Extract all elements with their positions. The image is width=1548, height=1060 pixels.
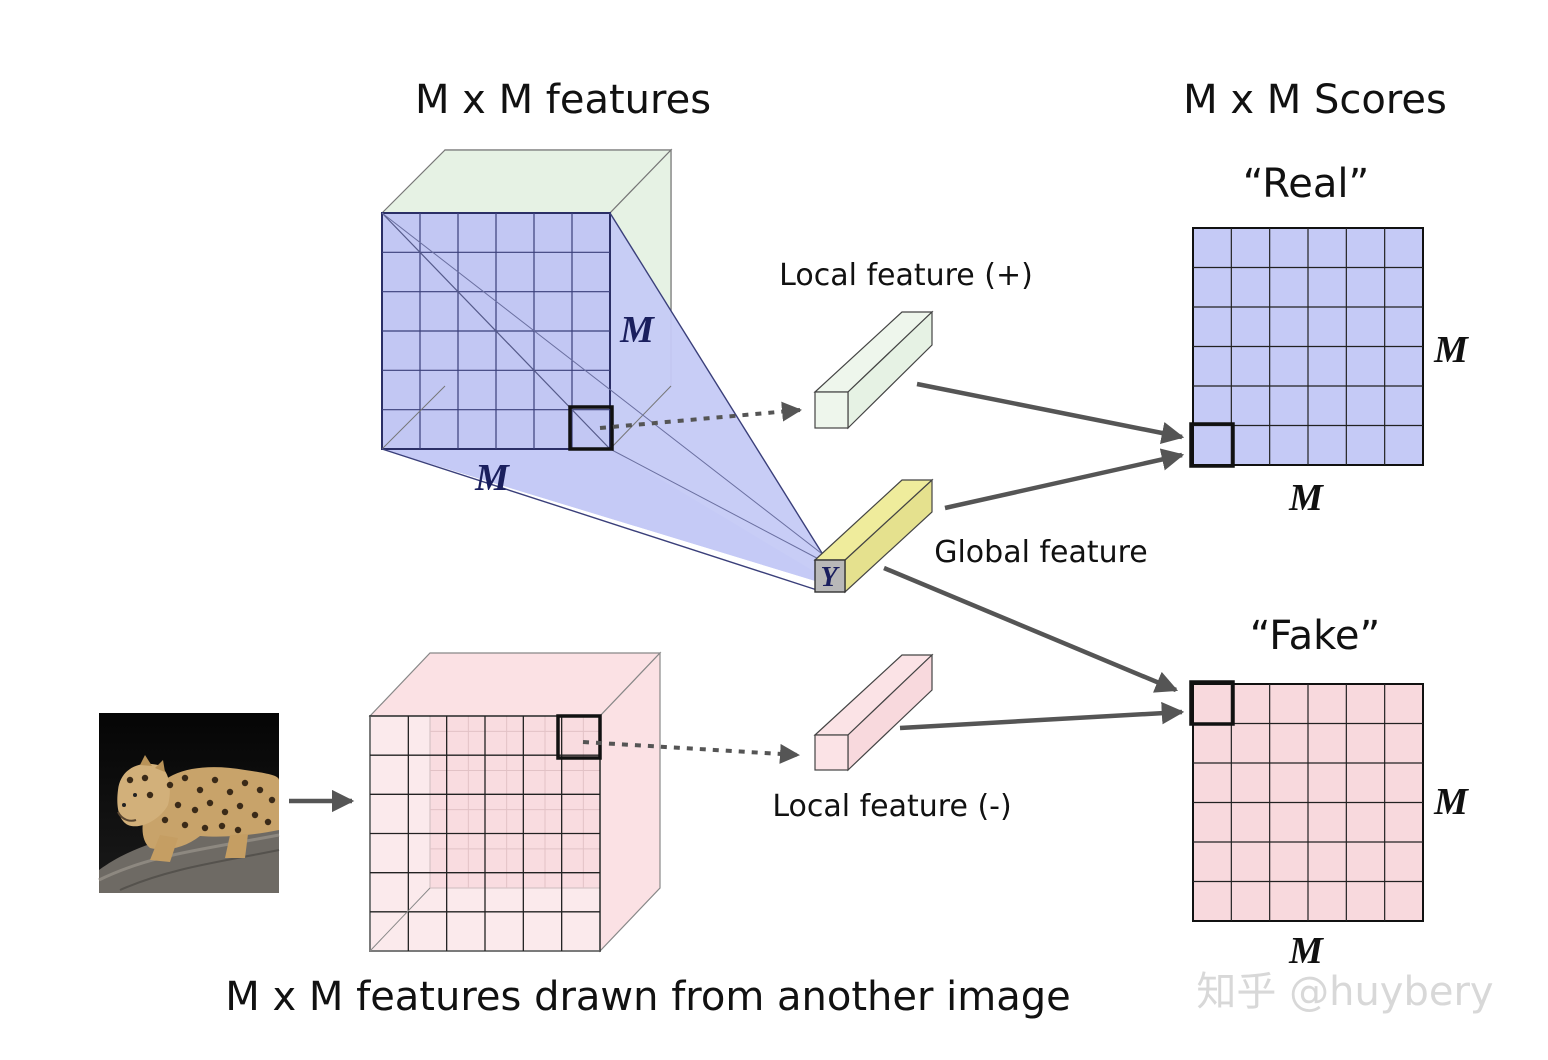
leopard-spot xyxy=(221,808,229,816)
leopard-spot xyxy=(191,806,199,814)
m-label-real-height: M xyxy=(1433,329,1469,371)
label-local-neg: Local feature (-) xyxy=(772,789,1011,824)
leopard-spot xyxy=(181,821,189,829)
leopard-spot xyxy=(174,801,182,809)
dotted-arrow-local-neg xyxy=(582,740,800,764)
leopard-spot xyxy=(218,822,226,830)
selected-cell-real xyxy=(568,405,614,451)
score-cell-real xyxy=(1189,422,1235,468)
m-label-fake-height: M xyxy=(1433,781,1469,823)
arrows xyxy=(289,381,1185,813)
leopard-spot xyxy=(201,824,209,832)
label-real: “Real” xyxy=(1243,161,1369,207)
leopard-spot xyxy=(236,802,244,810)
title-features: M x M features xyxy=(415,77,711,123)
leopard-spot xyxy=(268,796,276,804)
scores-grid-fake xyxy=(1189,680,1424,922)
title-scores: M x M Scores xyxy=(1183,77,1447,123)
leopard-spot xyxy=(146,791,154,799)
arrow-local-pos-to-real xyxy=(916,381,1185,445)
global-feature-bar xyxy=(813,478,934,594)
m-label-cube-width: M xyxy=(474,457,510,499)
leopard-spot xyxy=(126,776,134,784)
m-label-cube-height: M xyxy=(619,309,655,351)
leopard-spot xyxy=(141,774,149,782)
title-another-image: M x M features drawn from another image xyxy=(225,974,1070,1020)
leopard-spot xyxy=(161,816,169,824)
selected-cell-fake xyxy=(556,714,602,760)
leopard-spot xyxy=(181,774,189,782)
y-label: Y xyxy=(820,562,840,593)
scores-grid-real xyxy=(1189,227,1424,468)
leopard-spot xyxy=(196,786,204,794)
leopard-spot xyxy=(234,826,242,834)
label-fake: “Fake” xyxy=(1250,613,1380,659)
arrow-local-neg-to-fake xyxy=(899,701,1185,731)
local-feature-pos-bar xyxy=(813,310,934,430)
arrow-global-to-fake xyxy=(883,565,1179,693)
local-feature-neg-bar xyxy=(813,653,934,772)
leopard-spot xyxy=(264,818,272,826)
label-global: Global feature xyxy=(934,535,1148,570)
feature-cube-real xyxy=(380,148,846,591)
score-cell-fake xyxy=(1189,680,1235,726)
feature-cube-fake xyxy=(368,651,662,953)
leopard-spot xyxy=(211,776,219,784)
leopard-photo xyxy=(98,713,280,893)
m-label-real-width: M xyxy=(1288,477,1324,519)
watermark: 知乎 @huybery xyxy=(1196,969,1493,1015)
leopard-spot xyxy=(241,779,249,787)
label-local-pos: Local feature (+) xyxy=(779,258,1033,293)
y-cell xyxy=(814,559,846,593)
leopard-spot xyxy=(166,781,174,789)
leopard-spot xyxy=(226,788,234,796)
m-label-fake-width: M xyxy=(1288,930,1324,972)
leopard-spot xyxy=(251,811,259,819)
arrow-global-to-real xyxy=(944,448,1185,511)
leopard-spot xyxy=(206,799,214,807)
leopard-spot xyxy=(256,786,264,794)
